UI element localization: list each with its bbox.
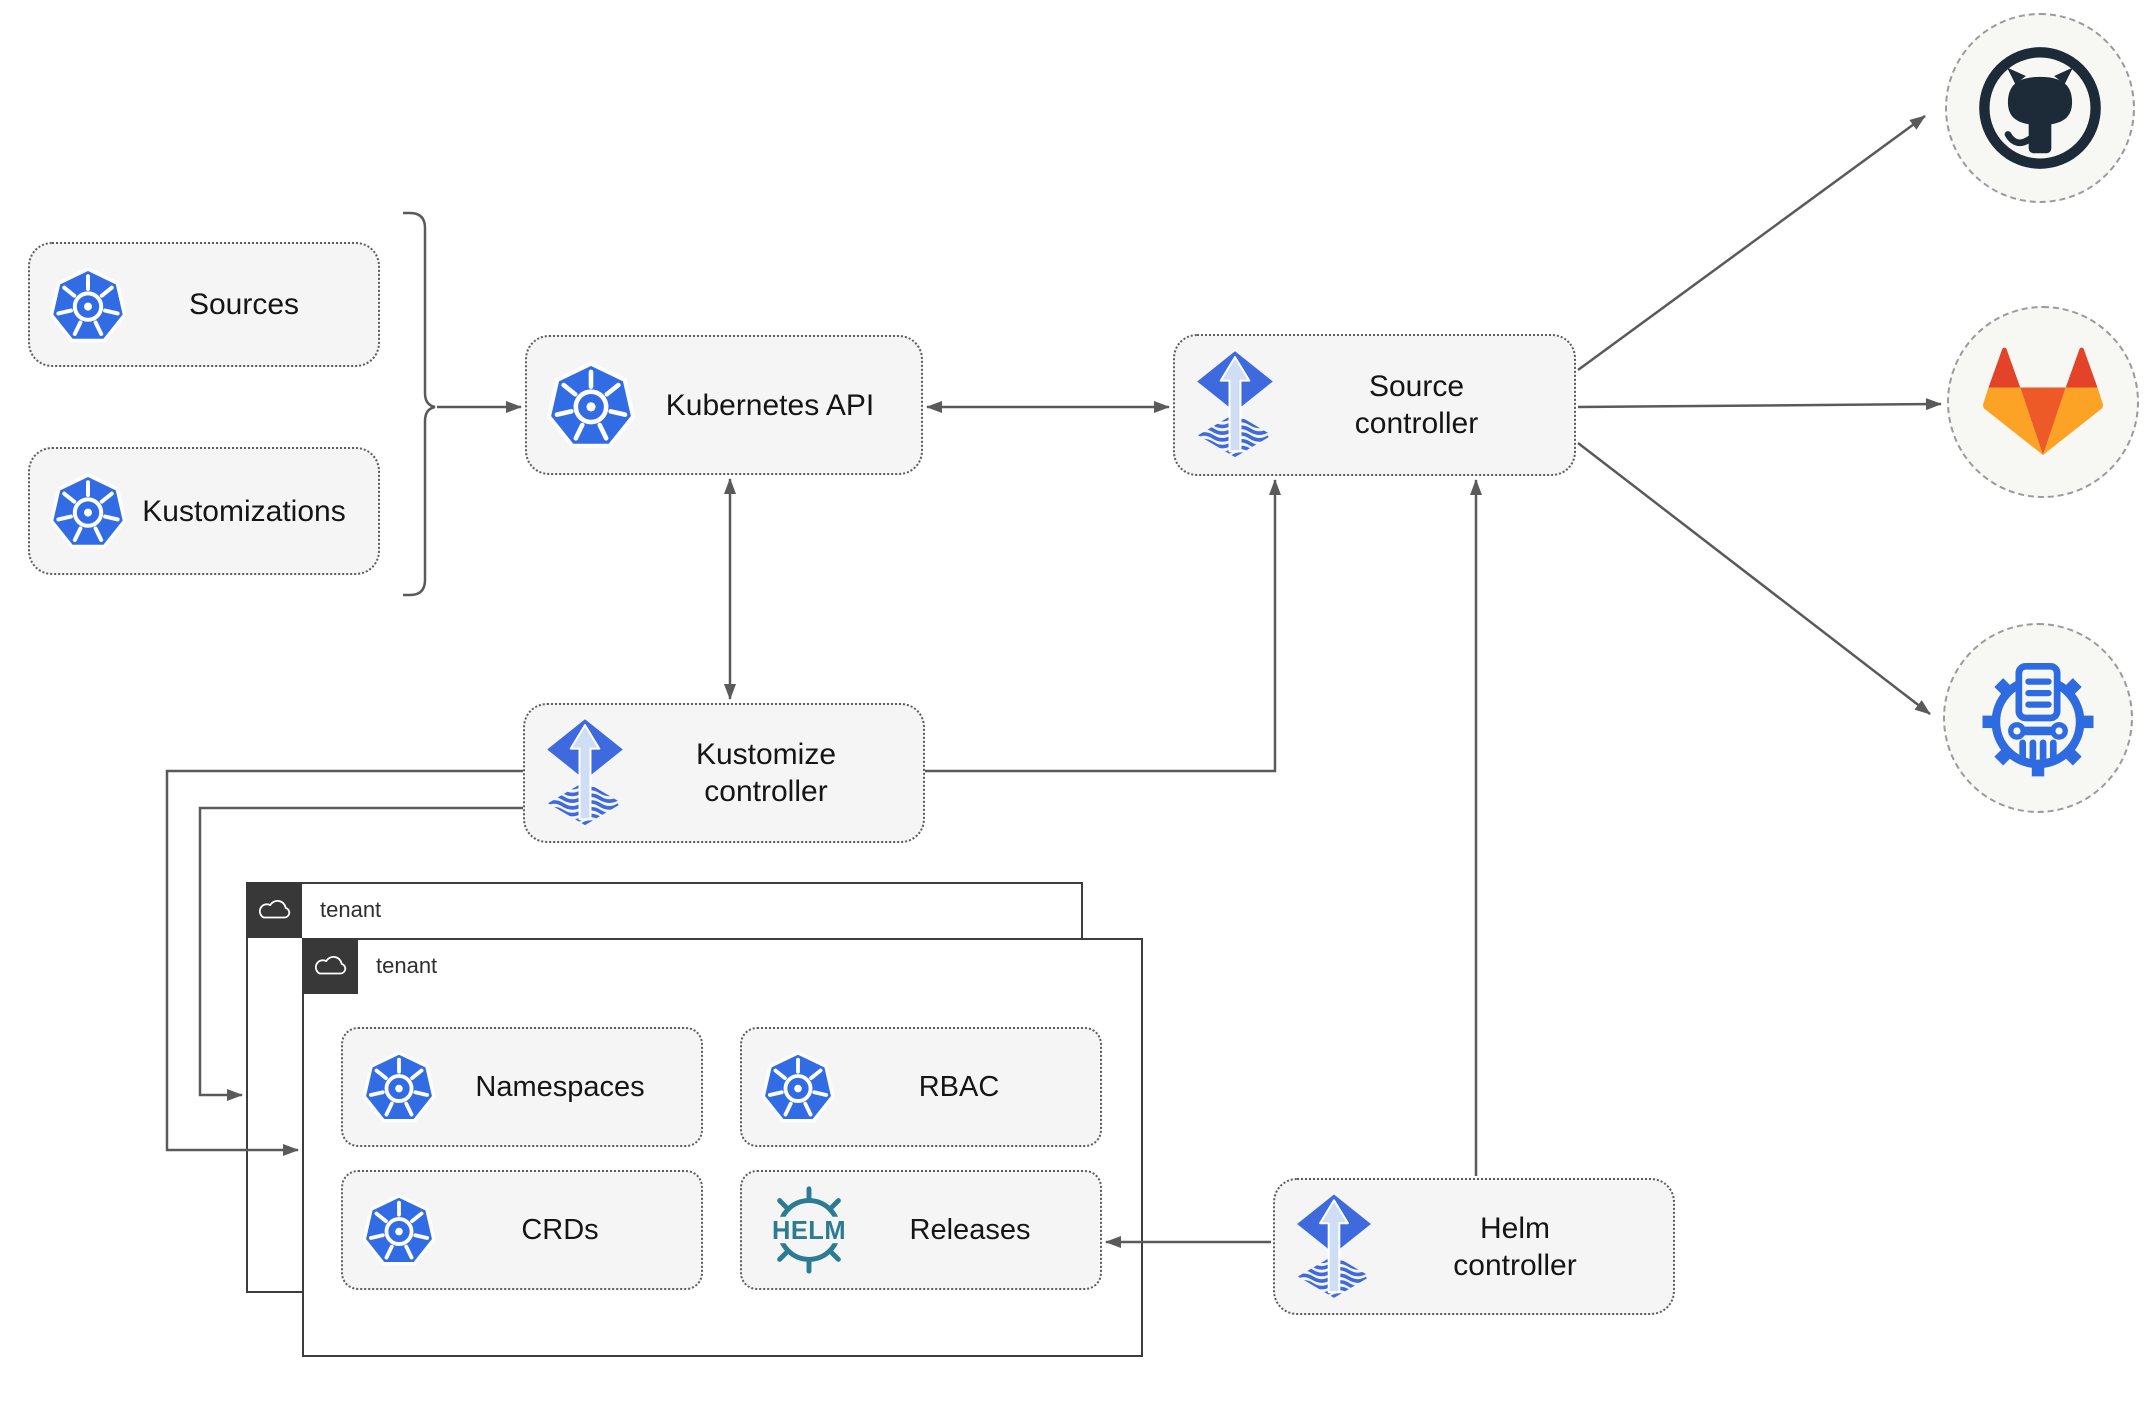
kubernetes-icon [48,263,128,347]
cloud-icon [256,897,292,923]
gitlab-endpoint [1947,306,2139,498]
kubernetes-api-box: Kubernetes API [525,335,923,475]
flux-icon [1293,1192,1375,1302]
tenant-header [301,937,358,994]
github-icon [1974,42,2106,174]
sources-label: Sources [188,288,300,321]
helm-icon: HELM [760,1181,858,1279]
flux-icon [543,717,627,829]
kubernetes-icon [545,357,637,453]
helm-controller-line1: Helm [1479,1211,1550,1245]
tenant-header [245,881,302,938]
kubernetes-api-label: Kubernetes API [665,388,875,422]
crds-box: CRDs [341,1170,703,1290]
arrow-source-to-gitlab [1577,398,1942,411]
kustomize-controller-line1: Kustomize [695,738,837,771]
group-bracket [403,211,436,597]
flux-icon [1193,349,1277,461]
namespaces-label: Namespaces [475,1070,645,1103]
source-controller-line1: Source [1368,370,1465,403]
arrow-source-to-chartmuseum [1577,442,1931,715]
github-endpoint [1945,13,2135,203]
kustomize-controller-label: Kustomize controller [627,736,905,810]
helm-wheel-text: HELM [772,1217,846,1245]
source-controller-line2: controller [1354,407,1479,440]
source-controller-label: Source controller [1277,368,1556,442]
sources-box: Sources [28,242,380,367]
source-controller-box: Source controller [1173,334,1576,476]
namespaces-box: Namespaces [341,1027,703,1147]
helm-controller-box: Helm controller [1273,1178,1675,1315]
chartmuseum-icon [1971,651,2105,785]
chartmuseum-endpoint [1943,623,2133,813]
arrow-source-to-github [1577,114,1926,372]
kustomizations-box: Kustomizations [28,447,380,575]
kubernetes-icon [361,1190,437,1270]
cloud-icon [312,953,348,979]
kubernetes-icon [760,1047,836,1127]
kustomize-controller-line2: controller [704,775,828,808]
arrow-kustomize-to-source [925,479,1281,773]
kubernetes-icon [48,469,128,553]
helm-controller-line2: controller [1453,1248,1577,1282]
rbac-label: RBAC [918,1070,1000,1103]
helm-controller-label: Helm controller [1375,1210,1655,1284]
kubernetes-icon [361,1047,437,1127]
kustomize-controller-box: Kustomize controller [523,703,925,843]
tenant-label: tenant [376,953,438,978]
gitlab-icon [1982,346,2104,458]
kustomizations-label: Kustomizations [142,494,346,528]
tenant-label: tenant [320,897,382,922]
crds-label: CRDs [521,1213,599,1246]
releases-box: HELM Releases [740,1170,1102,1290]
tenant-box-front: tenant [301,937,1143,1357]
releases-label: Releases [909,1213,1031,1246]
rbac-box: RBAC [740,1027,1102,1147]
